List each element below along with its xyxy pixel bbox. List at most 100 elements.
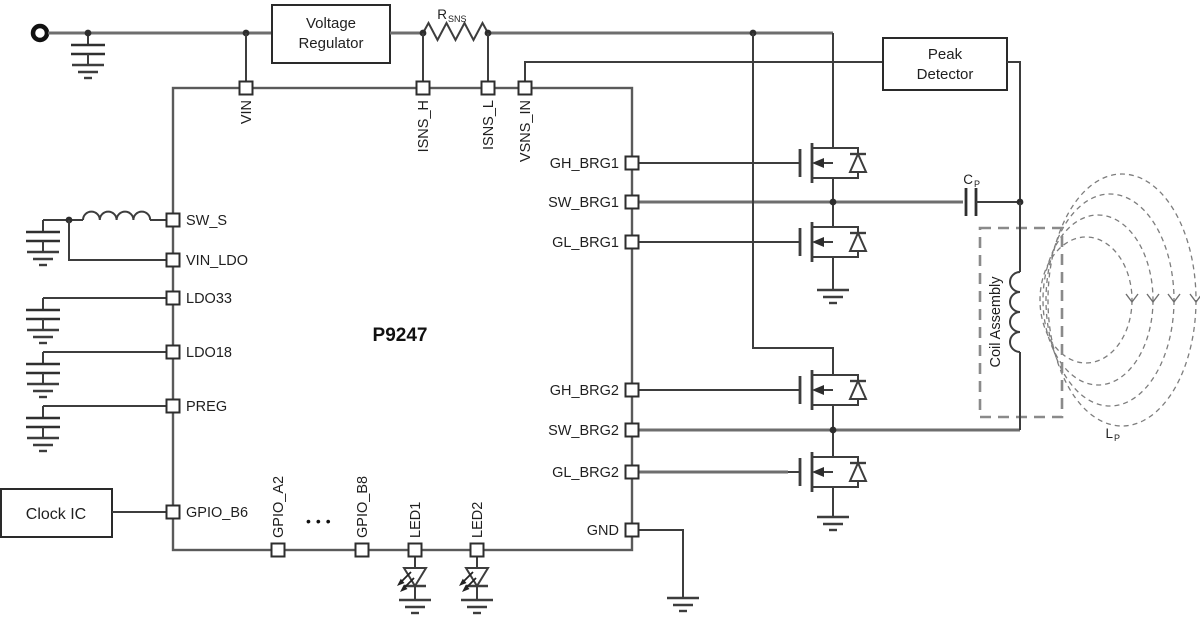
gnd-ground-symbol xyxy=(665,596,701,613)
left-components xyxy=(26,210,167,451)
cp-label: C xyxy=(963,172,973,187)
ic-pins xyxy=(165,80,640,558)
pin-ldo18 xyxy=(165,344,181,360)
coil-assembly-section: Coil Assembly L P xyxy=(978,173,1200,443)
peak-detector-output-wire xyxy=(1007,61,1021,202)
bridge2 xyxy=(638,33,1020,532)
rsns-label: R xyxy=(437,7,447,22)
pin-vsns-in xyxy=(517,80,533,96)
pin-led1 xyxy=(407,542,423,558)
pin-label-gh-brg2: GH_BRG2 xyxy=(550,383,619,399)
voltage-regulator-label-line1: Voltage xyxy=(306,15,356,32)
coil-assembly-label: Coil Assembly xyxy=(988,276,1004,368)
peak-detector-block: Peak Detector xyxy=(524,37,1021,202)
pin-vin-ldo xyxy=(165,252,181,268)
pin-label-vsns-in: VSNS_IN xyxy=(518,100,534,162)
pin-label-sw-brg2: SW_BRG2 xyxy=(548,423,619,439)
junction-dot xyxy=(84,29,92,37)
pin-label-gpio-a2: GPIO_A2 xyxy=(271,476,287,538)
vsns-in-wire xyxy=(524,61,883,81)
pin-gnd xyxy=(624,522,640,538)
pin-sw-brg2 xyxy=(624,422,640,438)
pin-labels: VIN ISNS_H ISNS_L VSNS_IN SW_S VIN_LDO L… xyxy=(186,100,619,539)
pin-label-gh-brg1: GH_BRG1 xyxy=(550,156,619,172)
pin-gh-brg1 xyxy=(624,155,640,171)
pin-label-led1: LED1 xyxy=(408,502,424,538)
brg2-low-side-mosfet xyxy=(786,440,868,504)
bridge1 xyxy=(638,33,963,305)
pin-ldo33 xyxy=(165,290,181,306)
led-section xyxy=(397,556,493,613)
pin-label-preg: PREG xyxy=(186,399,227,415)
brg2-ground-symbol xyxy=(815,515,851,532)
clock-ic-label: Clock IC xyxy=(26,506,86,523)
input-capacitor-to-ground xyxy=(71,33,105,78)
pin-gl-brg1 xyxy=(624,234,640,250)
pin-sw-s xyxy=(165,212,181,228)
sw-node-capacitor-to-ground xyxy=(26,220,60,265)
input-terminal xyxy=(30,23,50,43)
flux-line xyxy=(1047,173,1197,427)
flux-line xyxy=(1042,214,1154,386)
pin-gpio-b6 xyxy=(165,504,181,520)
voltage-regulator-label-line2: Regulator xyxy=(298,35,363,52)
clock-ic-block: Clock IC xyxy=(0,488,167,538)
junction-dot xyxy=(829,198,837,206)
gnd-pin-section xyxy=(638,529,701,613)
pin-isns-h xyxy=(415,80,431,96)
junction-dot xyxy=(829,426,837,434)
ic-outline xyxy=(171,86,634,552)
gpio-ellipsis: ••• xyxy=(306,513,336,529)
pin-gh-brg2 xyxy=(624,382,640,398)
pin-gl-brg2 xyxy=(624,464,640,480)
pin-label-vin-ldo: VIN_LDO xyxy=(186,253,248,269)
lp-label: L xyxy=(1105,426,1113,441)
preg-capacitor-to-ground xyxy=(26,406,60,451)
pin-label-led2: LED2 xyxy=(470,502,486,538)
led2-symbol xyxy=(459,556,493,613)
pin-label-vin: VIN xyxy=(239,100,255,124)
pin-preg xyxy=(165,398,181,414)
pin-sw-brg1 xyxy=(624,194,640,210)
flux-line xyxy=(1039,236,1133,364)
ldo33-capacitor-to-ground xyxy=(26,298,60,343)
cp-capacitor-section: C P xyxy=(963,172,1024,216)
pin-label-ldo33: LDO33 xyxy=(186,291,232,307)
pin-vin xyxy=(238,80,254,96)
pin-label-isns-h: ISNS_H xyxy=(416,100,432,152)
peak-detector-label-line1: Peak xyxy=(928,46,963,63)
peak-detector-box xyxy=(882,37,1008,91)
brg1-ground-symbol xyxy=(815,288,851,305)
lp-label-subscript: P xyxy=(1114,433,1120,443)
pin-label-sw-brg1: SW_BRG1 xyxy=(548,195,619,211)
brg1-high-side-mosfet xyxy=(786,131,868,195)
pin-gpio-a2 xyxy=(270,542,286,558)
led1-symbol xyxy=(397,556,431,613)
pin-led2 xyxy=(469,542,485,558)
peak-detector-label-line2: Detector xyxy=(917,66,974,83)
rsns-resistor-zigzag xyxy=(422,20,489,43)
input-section xyxy=(30,23,272,81)
ic-part-number: P9247 xyxy=(373,325,428,346)
pin-label-ldo18: LDO18 xyxy=(186,345,232,361)
pin-label-gpio-b8: GPIO_B8 xyxy=(355,476,371,538)
pin-isns-l xyxy=(480,80,496,96)
pin-label-gl-brg1: GL_BRG1 xyxy=(552,235,619,251)
pin-label-isns-l: ISNS_L xyxy=(481,100,497,150)
flux-line xyxy=(1045,193,1175,407)
rsns-resistor-section: R SNS xyxy=(390,7,833,81)
voltage-regulator-box xyxy=(271,4,391,64)
gnd-pin-wire xyxy=(638,529,684,598)
pin-label-gpio-b6: GPIO_B6 xyxy=(186,505,248,521)
lp-coil-inductor xyxy=(1009,271,1021,353)
buck-inductor xyxy=(82,210,152,221)
vin-ldo-wire xyxy=(68,220,167,261)
ldo18-capacitor-to-ground xyxy=(26,352,60,397)
rsns-label-subscript: SNS xyxy=(448,14,467,24)
cp-label-subscript: P xyxy=(974,179,980,189)
main-ic: P9247 xyxy=(171,86,634,552)
pin-label-gnd: GND xyxy=(587,523,619,539)
pin-label-sw-s: SW_S xyxy=(186,213,227,229)
